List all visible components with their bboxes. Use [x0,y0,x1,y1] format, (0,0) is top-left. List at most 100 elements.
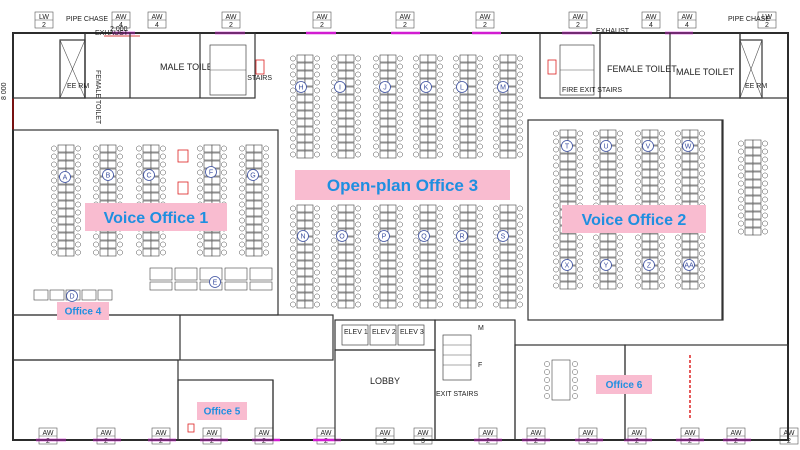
bottom-wall-marker-count: 2 [262,438,266,445]
cluster-tag-label: P [382,234,387,241]
building-outline [12,31,789,442]
bottom-wall-marker: AW2 [627,427,647,445]
top-wall-marker: AW4 [147,11,167,29]
top-wall-marker-type: AW [399,14,410,21]
bottom-wall-marker-count: 2 [324,438,328,445]
desk-column [51,144,81,257]
desk-column [373,204,403,309]
cluster-tag: U [600,140,612,152]
top-wall-marker-type: AW [479,14,490,21]
cluster-tag-label: T [565,144,570,151]
male-toilet-right-label: MALE TOILET [676,67,735,77]
bottom-wall-marker-count: 2 [159,438,163,445]
top-wall-marker-type: LW [39,14,49,21]
top-wall-marker: AW2 [312,11,332,29]
top-wall-marker: AW2 [395,11,415,29]
m-label: M [478,325,484,332]
top-wall-marker: AW2 [568,11,588,29]
cluster-tag-label: J [383,85,387,92]
desk-row [149,267,173,291]
ee-rm-left-label: EE RM [67,83,89,90]
cluster-tag-label: AA [684,263,694,270]
top-wall-marker: AW2 [221,11,241,29]
lobby-core: ELEV 1 ELEV 2 ELEV 3 LOBBY EXIT STAIRS M… [341,324,484,398]
cluster-tag: Q [418,230,430,242]
cluster-tag: R [456,230,468,242]
zone-office5: Office 5 [197,402,247,420]
cluster-tag: Z [643,259,655,271]
ee-rm-right-label: EE RM [745,83,767,90]
bottom-wall-marker-type: AW [417,430,428,437]
top-wall-marker-count: 2 [403,22,407,29]
cluster-tag: M [497,81,509,93]
desk-column [239,144,269,257]
cluster-tag-label: S [501,234,506,241]
top-wall-marker-count: 2 [483,22,487,29]
desk-row [249,267,273,291]
elev-1-label: ELEV 1 [344,329,368,336]
top-wall-marker-count: 2 [765,22,769,29]
bottom-wall-marker-type: AW [155,430,166,437]
bottom-wall-marker-type: AW [631,430,642,437]
bottom-wall-marker: AW2 [202,427,222,445]
bottom-wall-marker-type: AW [258,430,269,437]
cluster-tag: C [143,169,155,181]
dimension-left: 8 000 [1,82,8,100]
bottom-wall-marker: AW2 [96,427,116,445]
desk-column [493,54,523,159]
bottom-wall-marker-count: 2 [46,438,50,445]
bottom-wall-marker-count: 3 [421,438,425,445]
bottom-wall-marker-type: AW [42,430,53,437]
cluster-tag-label: X [565,263,570,270]
top-wall-marker-type: AW [316,14,327,21]
cluster-tag: AA [683,259,695,271]
top-wall-marker: AW4 [111,11,131,29]
f-label: F [478,362,482,369]
top-wall-marker-count: 4 [685,22,689,29]
desk-column [197,144,227,257]
desk-column [331,54,361,159]
cluster-tag: Y [600,259,612,271]
bottom-wall-marker: AW2 [726,427,746,445]
top-right-core: FIRE EXIT STAIRS FEMALE TOILET MALE TOIL… [539,16,789,99]
cluster-tag-label: R [459,234,464,241]
dimension-top: 2 000 [110,26,128,33]
zone-label: Open-plan Office 3 [327,176,478,195]
desk-column [290,54,320,159]
female-toilet-right-label: FEMALE TOILET [607,64,677,74]
bottom-wall-marker: AW2 [254,427,274,445]
cluster-tag: S [497,230,509,242]
bottom-wall-marker: AW3 [413,427,433,445]
top-wall-marker-type: LW [762,14,772,21]
bottom-wall-marker-type: AW [100,430,111,437]
cluster-tag: K [420,81,432,93]
desk-row [97,289,113,301]
bottom-wall-marker-type: AW [684,430,695,437]
elev-3-label: ELEV 3 [400,329,424,336]
top-wall-marker: AW4 [677,11,697,29]
interior-walls [12,119,789,441]
bottom-wall-marker-type: AW [582,430,593,437]
bottom-wall-marker-count: 2 [787,438,791,445]
cluster-tag: H [295,81,307,93]
cluster-tag: X [561,259,573,271]
cluster-tag-label: V [646,144,651,151]
cluster-tag: G [247,169,259,181]
exhaust-left-label: EXHAUST [95,30,129,37]
desk-column [413,204,443,309]
bottom-wall-marker-type: AW [379,430,390,437]
bottom-wall-marker-count: 2 [210,438,214,445]
bottom-wall-marker: AW2 [680,427,700,445]
top-wall-marker-type: AW [681,14,692,21]
pipe-chase-right-label: PIPE CHASE [728,16,770,23]
desk-row [224,267,248,291]
zone-voice2: Voice Office 2 [562,205,706,233]
desk-column [373,54,403,159]
bottom-wall-marker: AW2 [526,427,546,445]
cluster-tag-label: O [339,234,345,241]
zone-label: Voice Office 2 [582,212,687,229]
desk-row [174,267,198,291]
bottom-wall-marker-count: 2 [734,438,738,445]
